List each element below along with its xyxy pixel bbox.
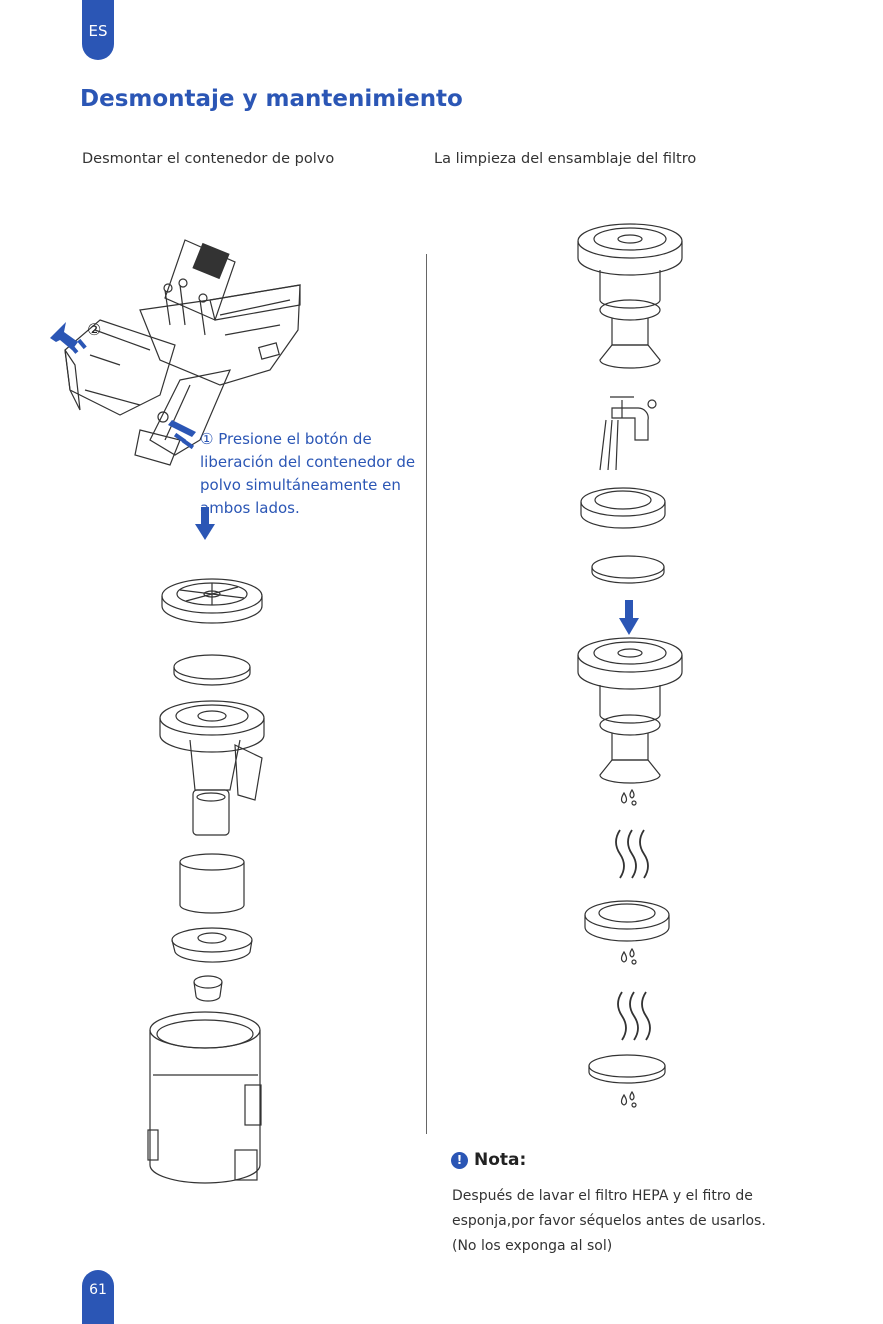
sponge-filter-left xyxy=(173,654,251,686)
seal-ring-left xyxy=(193,975,223,1002)
drying-heat-waves-icon xyxy=(615,829,649,879)
faucet-icon xyxy=(599,396,657,471)
pull-direction-arrow-icon xyxy=(50,322,87,354)
sponge-filter-right xyxy=(591,555,665,584)
note-line: (No los exponga al sol) xyxy=(452,1238,613,1254)
section-heading-dust-container: Desmontar el contenedor de polvo xyxy=(82,151,335,167)
arrow-down-icon xyxy=(195,507,215,540)
water-drops-icon xyxy=(620,788,637,806)
note-text: Después de lavar el filtro HEPA y el fit… xyxy=(452,1184,852,1259)
cyclone-assembly-left xyxy=(159,700,265,836)
cone-cap-left xyxy=(171,927,253,963)
filter-assembly-top xyxy=(577,223,683,369)
warning-icon: ! xyxy=(451,1151,468,1169)
step2-marker: ② xyxy=(87,320,102,339)
note-line: Después de lavar el filtro HEPA y el fit… xyxy=(452,1188,753,1204)
note-heading: ! Nota: xyxy=(451,1150,526,1170)
mesh-filter-left xyxy=(179,853,245,914)
drying-heat-waves-icon xyxy=(617,991,651,1041)
note-title: Nota: xyxy=(474,1150,527,1170)
sponge-filter-drying xyxy=(588,1054,666,1084)
vacuum-dust-container-illustration xyxy=(64,239,301,466)
page-number: 61 xyxy=(82,1270,114,1324)
arrow-down-icon xyxy=(619,600,639,635)
hepa-filter-left xyxy=(161,578,263,624)
column-divider xyxy=(426,254,427,1134)
language-tab: ES xyxy=(82,0,114,60)
note-line: esponja,por favor séquelos antes de usar… xyxy=(452,1213,766,1229)
hepa-filter-drying xyxy=(584,900,670,942)
water-drops-icon xyxy=(620,1090,637,1108)
press-direction-arrow-icon xyxy=(168,420,196,450)
dust-bin-left xyxy=(147,1011,262,1184)
filter-assembly-bottom xyxy=(577,637,683,784)
page-title: Desmontaje y mantenimiento xyxy=(80,86,463,112)
water-drops-icon xyxy=(620,947,637,965)
section-heading-filter-cleaning: La limpieza del ensamblaje del filtro xyxy=(434,151,697,167)
step1-instruction: ① Presione el botón de liberación del co… xyxy=(200,430,416,517)
hepa-filter-right xyxy=(580,487,666,529)
